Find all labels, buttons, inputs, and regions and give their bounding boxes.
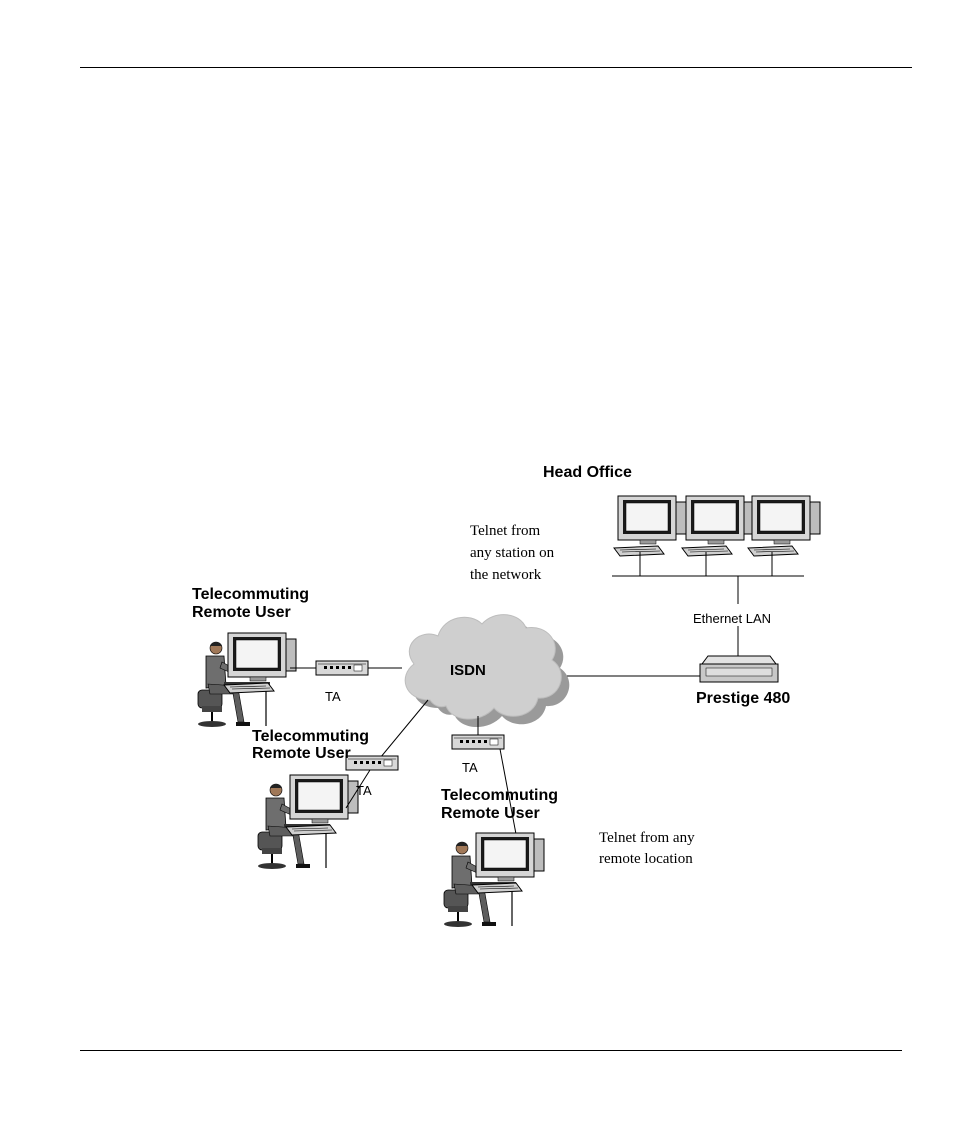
ta-2-label: TA xyxy=(356,783,372,798)
head-office-workstation-3 xyxy=(747,495,821,557)
remote-user-2-line-2: Remote User xyxy=(252,745,351,762)
ta-1-label: TA xyxy=(325,689,341,704)
terminal-adapter-3 xyxy=(451,734,505,750)
user-2-to-ta xyxy=(345,769,371,809)
cloud-label: ISDN xyxy=(450,662,486,679)
bottom-rule xyxy=(80,1050,902,1051)
telnet-network-line-3: the network xyxy=(470,567,542,583)
head-office-workstation-1 xyxy=(613,495,687,557)
head-office-workstation-2 xyxy=(681,495,755,557)
telnet-remote-line-1: Telnet from any xyxy=(599,830,695,846)
router-label: Prestige 480 xyxy=(696,690,790,707)
ethernet-lan-label: Ethernet LAN xyxy=(693,611,771,626)
terminal-adapter-1 xyxy=(315,660,369,676)
remote-user-3-line-1: Telecommuting xyxy=(441,787,558,804)
ta-3-label: TA xyxy=(462,760,478,775)
head-office-label: Head Office xyxy=(543,464,632,481)
top-rule xyxy=(80,67,912,68)
remote-user-3-line-2: Remote User xyxy=(441,805,540,822)
telnet-network-line-1: Telnet from xyxy=(470,523,541,539)
telnet-remote-line-2: remote location xyxy=(599,851,693,867)
telnet-network-line-2: any station on xyxy=(470,545,555,561)
ta-2-to-cloud xyxy=(379,699,429,759)
router-icon xyxy=(699,655,779,683)
terminal-adapter-2 xyxy=(345,755,399,771)
cloud-icon xyxy=(404,614,570,728)
remote-user-1-line-1: Telecommuting xyxy=(192,586,309,603)
remote-user-1-line-2: Remote User xyxy=(192,604,291,621)
remote-user-2-line-1: Telecommuting xyxy=(252,728,369,745)
